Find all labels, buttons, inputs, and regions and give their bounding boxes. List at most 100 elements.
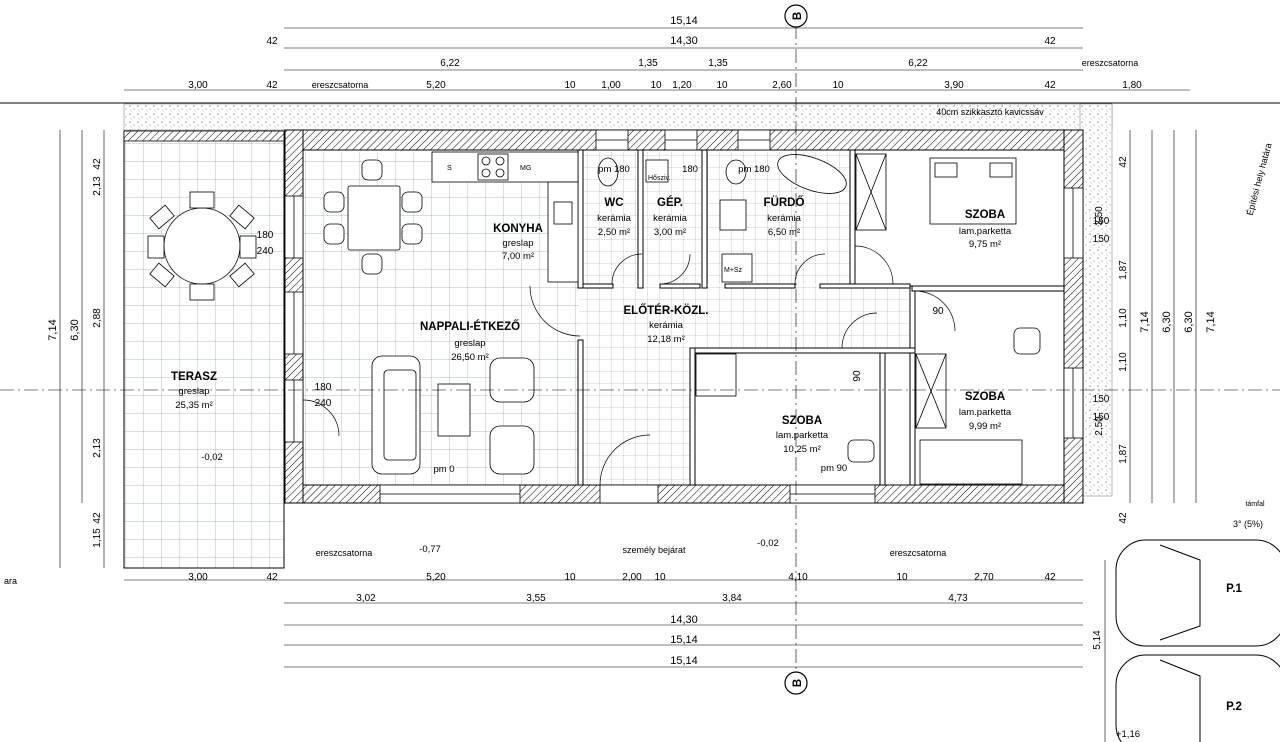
section-marker-top: B xyxy=(784,4,808,28)
dim-right-630: 6,30 xyxy=(1183,311,1195,332)
svg-text:10: 10 xyxy=(832,80,844,91)
label-entrance: személy bejárat xyxy=(622,545,686,555)
svg-text:240: 240 xyxy=(257,246,274,257)
svg-text:5,20: 5,20 xyxy=(426,80,446,91)
svg-text:42: 42 xyxy=(1044,80,1056,91)
window-labels: 180 240 180 240 150 150 150 150 90 90 xyxy=(257,216,1110,423)
label-heater: Hősziv. xyxy=(648,175,670,182)
room-gep-area: 3,00 m² xyxy=(654,227,686,238)
svg-text:150: 150 xyxy=(1093,234,1110,245)
room-szoba3-name: SZOBA xyxy=(965,391,1005,403)
label-mosogep: M+Sz xyxy=(724,267,743,274)
label-support-wall: támfal xyxy=(1245,501,1265,508)
svg-text:90: 90 xyxy=(852,370,863,382)
label-left-edge: ara xyxy=(4,576,17,586)
svg-text:3,90: 3,90 xyxy=(944,80,964,91)
interior-walls xyxy=(577,149,1065,486)
label-mg: MG xyxy=(520,165,531,172)
dim-top-total: 15,14 xyxy=(670,15,698,27)
label-build-limit: Építési hely határa xyxy=(1245,142,1274,217)
room-nappali-area: 26,50 m² xyxy=(451,352,489,363)
dim-top-inner: 14,30 xyxy=(670,35,698,47)
room-szoba1-floor: lam.parketta xyxy=(959,226,1012,237)
windows xyxy=(284,129,1084,504)
label-gutter-bottom-right: ereszcsatorna xyxy=(890,548,947,558)
terrace-table xyxy=(147,191,257,301)
dim-top-622b: 6,22 xyxy=(908,58,928,69)
room-eloter-floor: kerámia xyxy=(649,320,684,331)
level-ext-4: +1,16 xyxy=(1116,729,1140,740)
bedroom-1-furniture xyxy=(855,153,1017,231)
svg-text:10: 10 xyxy=(716,80,728,91)
car-p1 xyxy=(1115,539,1280,647)
room-wc-floor: kerámia xyxy=(597,213,632,224)
svg-text:2,13: 2,13 xyxy=(92,176,103,196)
svg-text:5,20: 5,20 xyxy=(426,572,446,583)
car-p2 xyxy=(1115,654,1280,742)
svg-text:10: 10 xyxy=(564,80,576,91)
dim-right-350: 3,50 xyxy=(1094,206,1105,226)
svg-text:90: 90 xyxy=(932,306,944,317)
label-parking-2: P.2 xyxy=(1226,701,1242,713)
svg-text:1,10: 1,10 xyxy=(1118,308,1129,328)
dim-bottom-outer1: 15,14 xyxy=(670,634,698,646)
svg-text:42: 42 xyxy=(1118,512,1129,524)
bedroom-2-furniture xyxy=(695,353,875,463)
sofa xyxy=(371,355,535,475)
svg-text:4,10: 4,10 xyxy=(788,572,808,583)
svg-text:1,10: 1,10 xyxy=(1118,352,1129,372)
svg-text:2,00: 2,00 xyxy=(622,572,642,583)
room-furdo-name: FÜRDŐ xyxy=(764,196,805,209)
label-sink-s: S xyxy=(447,165,452,172)
room-wc-area: 2,50 m² xyxy=(598,227,630,238)
svg-text:180: 180 xyxy=(315,382,332,393)
dim-left-segs: 42 2,13 2,88 2,13 42 1,15 xyxy=(92,158,103,548)
svg-text:42: 42 xyxy=(92,158,103,170)
level-pm180-furdo: pm 180 xyxy=(738,164,770,175)
room-furdo-floor: kerámia xyxy=(767,213,802,224)
dim-right-250: 2,50 xyxy=(1094,416,1105,436)
dim-right-714: 7,14 xyxy=(1205,311,1217,332)
room-konyha-area: 7,00 m² xyxy=(502,251,534,262)
dim-bottom-row1: 3,00 42 5,20 10 2,00 10 4,10 10 2,70 42 xyxy=(188,572,1056,583)
level-pm0: pm 0 xyxy=(433,464,454,475)
svg-text:2,70: 2,70 xyxy=(974,572,994,583)
dim-bottom-outer2: 15,14 xyxy=(670,655,698,667)
svg-text:3,55: 3,55 xyxy=(526,593,546,604)
axis-lines xyxy=(0,25,1280,690)
svg-text:42: 42 xyxy=(266,80,278,91)
svg-text:2,88: 2,88 xyxy=(92,308,103,328)
svg-text:180: 180 xyxy=(257,230,274,241)
level-ext-1: -0,77 xyxy=(419,544,441,555)
room-szoba1-name: SZOBA xyxy=(965,209,1005,221)
level-ext-2: -0,02 xyxy=(201,452,223,463)
dim-top-135b: 1,35 xyxy=(708,58,728,69)
bedroom-3-furniture xyxy=(915,327,1041,485)
dim-top-622a: 6,22 xyxy=(440,58,460,69)
room-gep-name: GÉP. xyxy=(657,196,683,209)
room-terasz-name: TERASZ xyxy=(171,371,217,383)
gravel-strip-right xyxy=(1079,103,1113,497)
room-eloter-area: 12,18 m² xyxy=(647,334,685,345)
bathroom-fixtures xyxy=(597,154,847,283)
room-wc-name: WC xyxy=(604,197,623,209)
section-marker-bottom: B xyxy=(784,671,808,695)
room-furdo-area: 6,50 m² xyxy=(768,227,800,238)
svg-text:B: B xyxy=(792,12,804,20)
room-szoba2-area: 10,25 m² xyxy=(783,444,821,455)
svg-text:42: 42 xyxy=(266,572,278,583)
svg-text:1,87: 1,87 xyxy=(1118,444,1129,464)
svg-text:1,20: 1,20 xyxy=(672,80,692,91)
dining-table xyxy=(323,159,423,275)
level-pm180-gep: 180 xyxy=(682,164,698,175)
svg-text:3,00: 3,00 xyxy=(188,80,208,91)
svg-text:42: 42 xyxy=(1118,156,1129,168)
dim-right-outer: 7,14 xyxy=(1139,311,1151,332)
room-szoba1-area: 9,75 m² xyxy=(969,239,1001,250)
room-terasz-floor: greslap xyxy=(178,386,209,397)
svg-text:1,80: 1,80 xyxy=(1122,80,1142,91)
svg-text:3,02: 3,02 xyxy=(356,593,376,604)
label-gravel: 40cm szikkasztó kavicssáv xyxy=(936,107,1044,117)
svg-text:10: 10 xyxy=(896,572,908,583)
